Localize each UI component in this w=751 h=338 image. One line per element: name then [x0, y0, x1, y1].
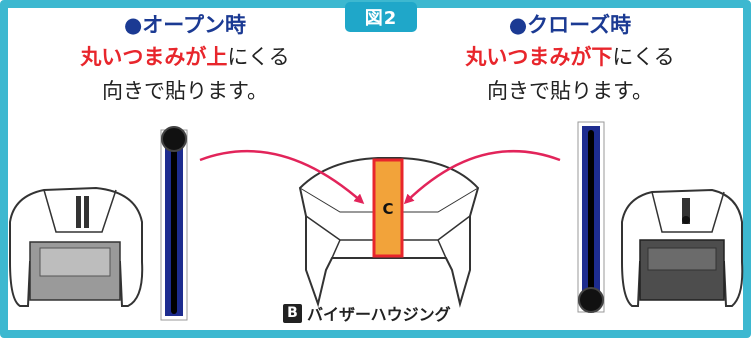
- figure-number-badge: 図2: [345, 2, 417, 32]
- close-knob: [578, 287, 604, 313]
- open-helmet-illustration: [9, 186, 144, 307]
- part-b-label: B バイザーハウジング: [283, 301, 451, 325]
- open-line2-rest: にくる: [227, 45, 290, 69]
- arrow-from-close-strip: [403, 149, 561, 205]
- close-sticker-strip: [577, 121, 605, 313]
- arrow-from-open-strip: [199, 149, 365, 204]
- close-attach-text: 向きで貼ります。: [487, 79, 653, 103]
- open-caption: ●オープン時 丸いつまみが上にくる 向きで貼ります。: [35, 10, 335, 108]
- close-knob-down-text: 丸いつまみが下: [465, 45, 613, 69]
- part-c-sticker: [372, 158, 404, 258]
- open-title: ●オープン時: [123, 13, 247, 37]
- open-knob: [161, 126, 187, 152]
- open-attach-text: 向きで貼ります。: [102, 79, 268, 103]
- close-title: ●クローズ時: [508, 13, 632, 37]
- close-helmet-illustration: [621, 188, 744, 307]
- open-knob-up-text: 丸いつまみが上: [80, 45, 228, 69]
- part-b-name: バイザーハウジング: [307, 305, 451, 324]
- part-c-letter: C: [382, 200, 393, 218]
- close-instruction-line: 丸いつまみが下にくる: [420, 40, 720, 74]
- open-instruction-line: 丸いつまみが上にくる: [35, 40, 335, 74]
- open-sticker-strip: [160, 126, 188, 321]
- close-line2-rest: にくる: [612, 45, 675, 69]
- part-b-letter-box: B: [283, 303, 302, 323]
- close-caption: ●クローズ時 丸いつまみが下にくる 向きで貼ります。: [420, 10, 720, 108]
